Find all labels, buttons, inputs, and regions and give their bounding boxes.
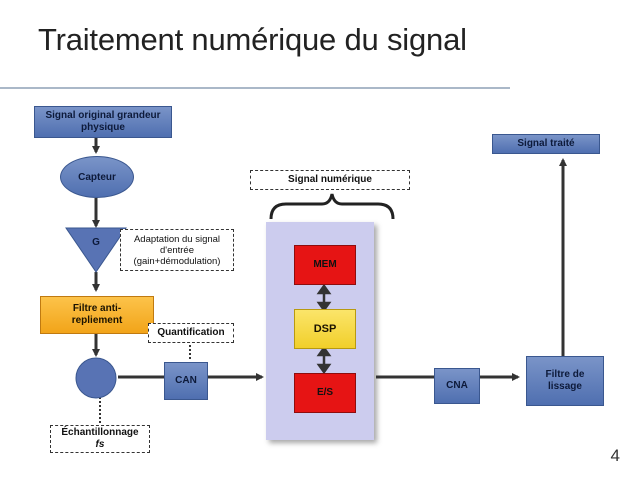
echantillonnage-label: Échantillonnage xyxy=(61,427,139,438)
filtre-anti-line2: repliement xyxy=(71,315,123,326)
adaptation-box: Adaptation du signal d'entrée (gain+démo… xyxy=(120,229,234,271)
can-box: CAN xyxy=(164,362,208,400)
g-amplifier-triangle xyxy=(65,227,127,273)
echantillonnage-box: Échantillonnage fs xyxy=(50,425,150,453)
mem-box: MEM xyxy=(294,245,356,285)
filtre-anti-line1: Filtre anti- xyxy=(72,303,122,314)
capteur-label: Capteur xyxy=(78,171,116,183)
filtre-lissage-line2: lissage xyxy=(548,381,582,392)
quantification-box: Quantification xyxy=(148,323,234,343)
title-divider xyxy=(0,87,510,89)
signal-numerique-box: Signal numérique xyxy=(250,170,410,190)
es-label: E/S xyxy=(316,387,334,398)
capteur-ellipse: Capteur xyxy=(60,156,134,198)
fs-label: fs xyxy=(95,439,105,450)
es-box: E/S xyxy=(294,373,356,413)
quantification-label: Quantification xyxy=(157,327,225,338)
filtre-lissage-box: Filtre de lissage xyxy=(526,356,604,406)
signal-traite-label: Signal traité xyxy=(517,138,575,149)
slide-title: Traitement numérique du signal xyxy=(38,22,467,57)
dsp-label: DSP xyxy=(313,323,337,335)
g-label: G xyxy=(92,237,100,248)
page-number: 4 xyxy=(610,446,620,465)
signal-original-label: Signal original grandeur physique xyxy=(45,110,161,133)
adaptation-line2: d'entrée xyxy=(159,244,195,256)
filtre-lissage-line1: Filtre de xyxy=(545,369,585,380)
can-label: CAN xyxy=(175,375,197,386)
sampler-circle xyxy=(75,357,117,399)
dsp-box: DSP xyxy=(294,309,356,349)
signal-numerique-label: Signal numérique xyxy=(288,174,372,185)
signal-traite-box: Signal traité xyxy=(492,134,600,154)
filtre-anti-repliement-box: Filtre anti- repliement xyxy=(40,296,154,334)
signal-original-box: Signal original grandeur physique xyxy=(34,106,172,138)
adaptation-line3: (gain+démodulation) xyxy=(133,255,221,267)
mem-label: MEM xyxy=(313,259,337,270)
adaptation-line1: Adaptation du signal xyxy=(133,233,221,245)
cna-label: CNA xyxy=(446,380,468,391)
brace xyxy=(269,193,395,220)
cna-box: CNA xyxy=(434,368,480,404)
